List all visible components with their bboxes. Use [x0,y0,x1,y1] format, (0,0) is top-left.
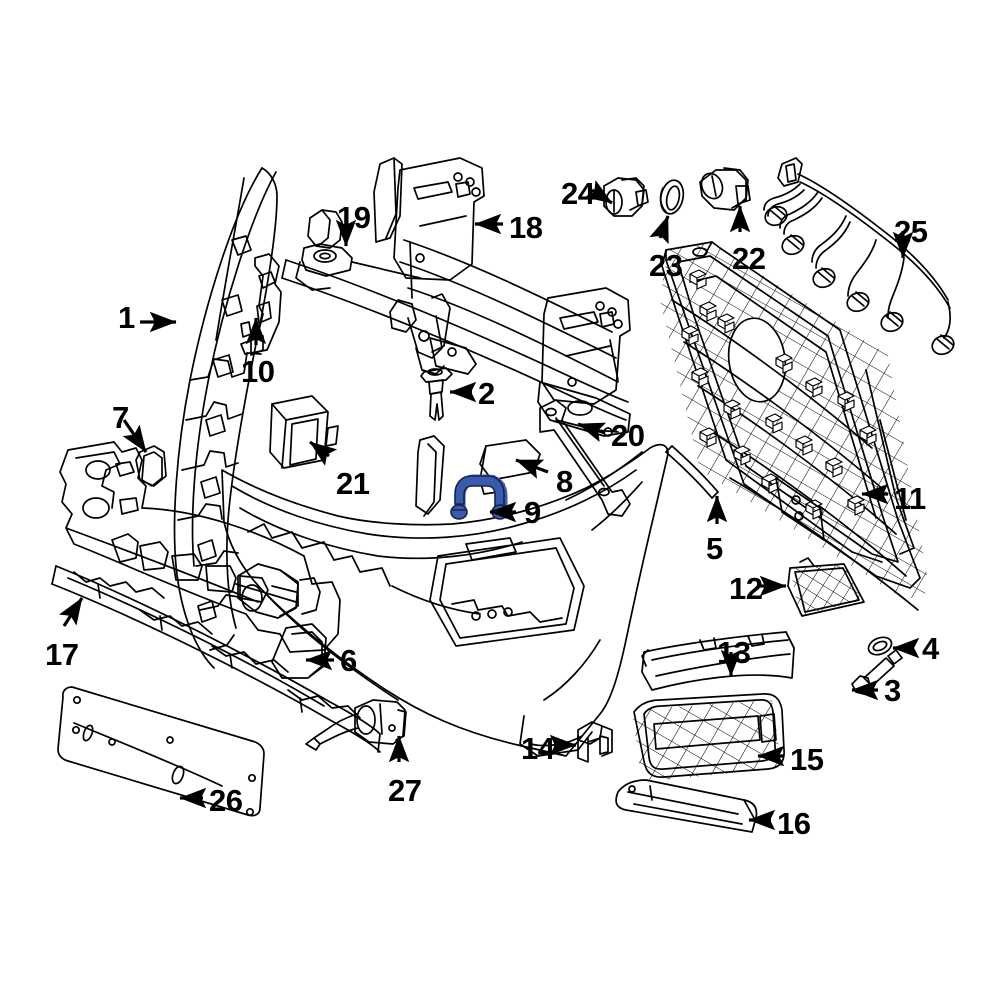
part-sensor-wiring-harness [763,157,955,356]
callout-number-18: 18 [509,210,543,245]
part-parking-sensor-right [699,167,751,211]
callout-number-14: 14 [521,731,555,766]
callout-number-2: 2 [478,376,495,411]
part-lower-valance-trim [51,565,381,753]
part-bumper-cover-corner-left [173,167,278,669]
leader-17 [59,597,84,627]
part-spacer-bracket [135,445,167,487]
leader-20 [577,422,607,443]
part-fog-lamp-grille-cover [632,693,785,782]
part-parking-sensor-left [603,177,649,217]
callout-number-23: 23 [649,248,683,283]
callout-number-22: 22 [732,241,766,276]
part-retaining-clip [577,721,613,763]
callout-number-27: 27 [388,773,422,808]
leader-21 [309,440,338,466]
leader-7 [122,419,148,453]
callout-number-5: 5 [706,531,723,566]
part-bumper-molding-trim [641,631,795,691]
callout-number-17: 17 [45,637,79,672]
callout-number-13: 13 [717,635,751,670]
callout-number-16: 16 [777,806,811,841]
leader-24 [584,180,613,205]
callout-number-10: 10 [241,354,275,389]
leader-8 [515,458,549,479]
part-front-bumper-cover-main [221,435,669,757]
part-license-plate-bracket [57,686,265,817]
callout-number-1: 1 [118,300,135,335]
callout-number-15: 15 [790,742,824,777]
callout-number-12: 12 [729,571,763,606]
callout-number-8: 8 [556,464,573,499]
part-lower-spoiler-trim [615,779,758,833]
callout-number-20: 20 [611,418,645,453]
part-sensor-retaining-ring [659,179,685,215]
callout-number-7: 7 [112,400,129,435]
part-side-support-bracket [295,209,421,291]
part-push-pin-clip [420,367,453,421]
callout-number-19: 19 [337,200,371,235]
callout-number-6: 6 [340,643,357,678]
part-mounting-bracket-guide [240,253,282,356]
part-washer-seal-ring [867,636,893,656]
part-support-strut-rod [539,399,631,517]
callout-number-9: 9 [524,495,541,530]
callout-number-21: 21 [336,466,370,501]
callout-number-25: 25 [894,214,928,249]
callout-number-24: 24 [561,176,595,211]
part-distance-sensor-control-module [269,395,339,469]
leader-23 [649,215,670,245]
callout-leaders [59,180,920,831]
callout-number-11: 11 [894,481,926,516]
callout-number-3: 3 [884,673,901,708]
part-bumper-reinforcement-impact-bar [281,157,631,437]
part-energy-absorber [59,441,341,679]
callout-number-4: 4 [922,631,939,666]
callout-number-26: 26 [209,783,243,818]
part-headlight-washer-nozzle [305,699,407,751]
